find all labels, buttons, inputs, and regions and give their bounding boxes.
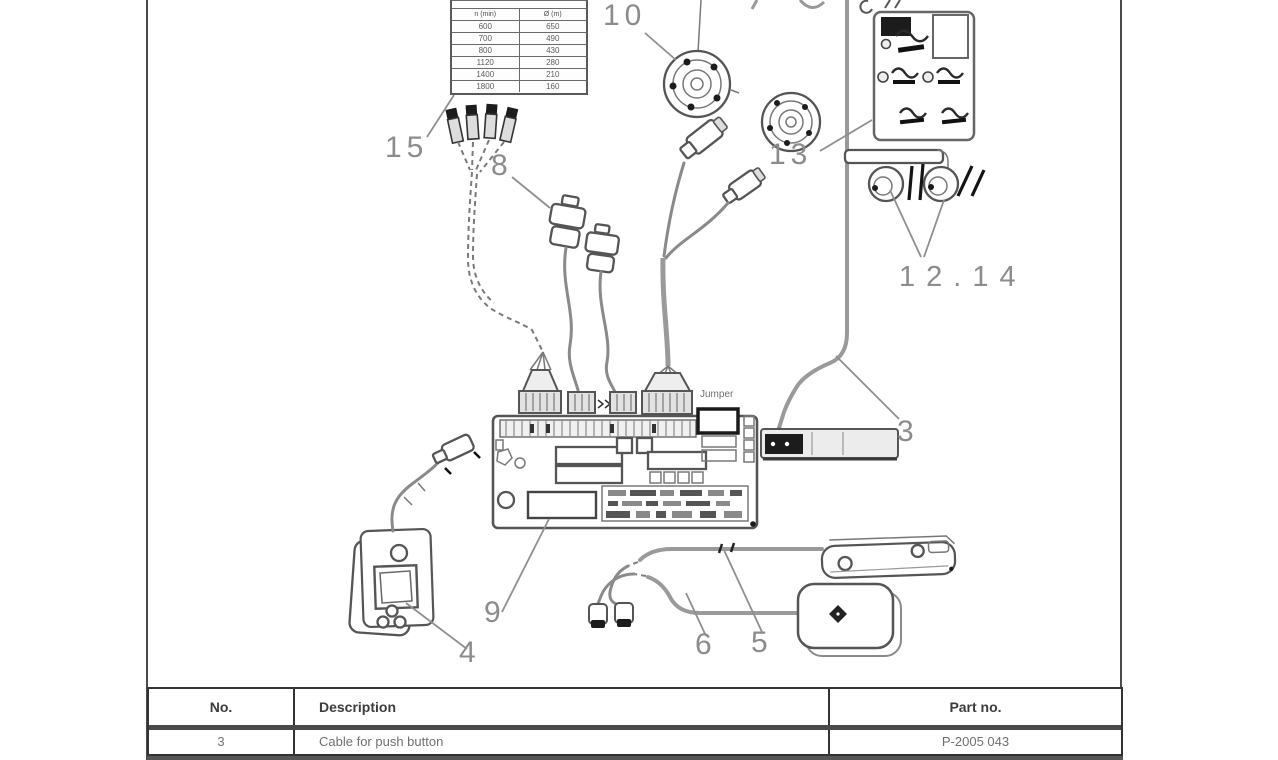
callout-4: 4	[459, 636, 481, 669]
part-no-cell: 3	[149, 730, 295, 754]
pendant-4	[348, 433, 481, 637]
spec-row: 1800 160	[452, 80, 586, 92]
spec-row: 700 490	[452, 32, 586, 44]
harness-connectors-15	[445, 103, 560, 392]
inline-connector-a	[679, 116, 728, 160]
spec-cell: 490	[546, 34, 560, 43]
parts-header-part-no: Part no.	[949, 699, 1002, 715]
pcb-board	[491, 414, 759, 530]
spec-cell: 650	[546, 22, 560, 31]
spec-row: 1120 280	[452, 56, 586, 68]
callout-leaders	[405, 32, 945, 650]
parts-table: No. Description Part no. 3 Cable for pus…	[147, 687, 1123, 756]
round-connector-10	[662, 0, 740, 119]
bottom-cables-6	[588, 542, 824, 628]
callout-15: 15	[385, 131, 429, 164]
parts-table-separator	[149, 725, 1121, 730]
callout-9: 9	[484, 596, 506, 629]
spec-cell: 210	[546, 70, 560, 79]
pcb-connector-9	[526, 490, 598, 520]
parts-header-no: No.	[149, 689, 295, 725]
y-cable	[655, 161, 730, 377]
callout-10: 10	[603, 0, 647, 32]
spec-cell: 1120	[452, 57, 520, 68]
page-borders	[146, 0, 1122, 760]
top-cutoff-marks	[750, 0, 901, 14]
spec-cell: 430	[546, 46, 560, 55]
round-connector-13	[760, 91, 822, 153]
control-panel	[872, 10, 976, 142]
parts-table-row: 3 Cable for push button P-2005 043	[149, 730, 1121, 756]
cable-3-connector-block	[760, 428, 899, 461]
callout-13: 13	[769, 138, 813, 171]
spec-cell: 700	[452, 33, 520, 44]
rail-bracket	[820, 535, 957, 579]
callout-12-14: 12.14	[899, 261, 1027, 293]
cylindrical-connector-2	[584, 223, 620, 394]
spec-table-header-row: n (min) Ø (m)	[452, 8, 586, 20]
callout-6: 6	[695, 628, 717, 661]
next-row-cutoff-band	[147, 756, 1123, 760]
spec-row: 1400 210	[452, 68, 586, 80]
spec-row: 800 430	[452, 44, 586, 56]
part-number-cell: P-2005 043	[941, 734, 1010, 749]
spec-cell: 280	[546, 58, 560, 67]
cylindrical-connector-1	[548, 194, 587, 392]
grommet-bracket-12-14	[843, 148, 986, 203]
sensor-box	[796, 582, 902, 657]
spec-col-header: Ø (m)	[543, 11, 562, 18]
spec-cell: 160	[546, 82, 560, 91]
parts-table-header-row: No. Description Part no.	[149, 689, 1121, 725]
spec-cell: 1800	[452, 81, 520, 92]
callout-8: 8	[491, 149, 513, 182]
parts-header-description: Description	[295, 689, 830, 725]
pcb-top-plugs	[518, 372, 740, 435]
jumper-block	[696, 407, 740, 435]
part-description-cell: Cable for push button	[295, 730, 830, 754]
spec-cell: 600	[452, 21, 520, 32]
callout-3: 3	[897, 415, 919, 448]
spec-cell: 1400	[452, 69, 520, 80]
cable-3	[767, 0, 849, 434]
callout-5: 5	[751, 626, 773, 659]
spec-table-cutoff-row	[452, 0, 586, 8]
spec-cell: 800	[452, 45, 520, 56]
spec-col-header: n (min)	[452, 9, 520, 20]
spec-table: n (min) Ø (m) 600 650 700 490 800 430 11…	[450, 0, 588, 95]
spec-row: 600 650	[452, 20, 586, 32]
inline-connector-b	[722, 167, 766, 205]
jumper-label: Jumper	[700, 389, 734, 400]
